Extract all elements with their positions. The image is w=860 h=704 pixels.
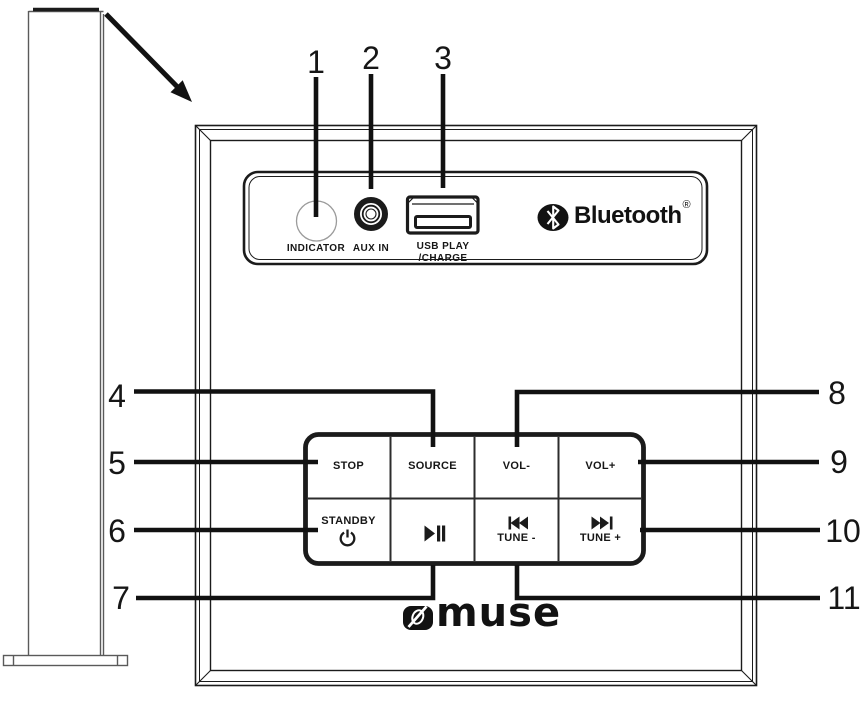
aux-in-jack [354, 197, 388, 231]
top-io-panel [242, 170, 709, 266]
callout-number-11: 11 [827, 580, 860, 616]
usb-label-line1: USB PLAY [416, 241, 470, 252]
callout-number-8: 8 [828, 375, 846, 411]
button-grid [303, 432, 646, 566]
callout-number-1: 1 [307, 44, 325, 80]
source-button-label: SOURCE [408, 460, 457, 472]
bluetooth-icon [537, 204, 569, 231]
aux-in-label: AUX IN [352, 243, 390, 254]
previous-track-icon [508, 516, 528, 530]
vol-minus-button-label: VOL- [502, 460, 531, 472]
tower-base-plate [2, 654, 129, 667]
callout-line-4 [134, 389, 436, 447]
bluetooth-text: Bluetooth [574, 202, 682, 229]
tune-minus-button-label: TUNE - [497, 532, 536, 544]
callout-number-4: 4 [108, 378, 126, 414]
speaker-tower [27, 10, 105, 656]
arrow-icon [104, 12, 192, 102]
usb-label-line2: /CHARGE [418, 253, 468, 264]
callout-number-9: 9 [830, 444, 848, 480]
stop-button-label: STOP [333, 460, 364, 472]
play-pause-icon [424, 525, 446, 542]
tune-plus-button-label: TUNE + [579, 532, 622, 544]
standby-button-label: STANDBY [321, 515, 376, 527]
muse-logo-icon [403, 605, 433, 630]
frame-corner-bevels [195, 125, 757, 686]
callout-number-3: 3 [434, 40, 452, 76]
registered-trademark-mark: ® [682, 199, 691, 211]
muse-wordmark: muse [436, 590, 562, 636]
grid-dividers [308, 437, 641, 561]
usb-port [405, 195, 480, 235]
indicator-label: INDICATOR [286, 243, 346, 254]
callout-line-11 [514, 565, 820, 601]
next-track-icon [591, 516, 613, 530]
callout-number-5: 5 [108, 445, 126, 481]
callout-number-10: 10 [825, 513, 860, 549]
power-icon [339, 529, 356, 547]
callout-number-6: 6 [108, 513, 126, 549]
bluetooth-wordmark: Bluetooth ® [574, 199, 691, 229]
callout-number-2: 2 [362, 40, 380, 76]
callout-line-8 [514, 389, 819, 447]
vol-plus-button-label: VOL+ [585, 460, 616, 472]
callout-line-7 [136, 565, 436, 601]
callout-number-7: 7 [112, 580, 130, 616]
usb-label: USB PLAY /CHARGE [398, 241, 488, 265]
